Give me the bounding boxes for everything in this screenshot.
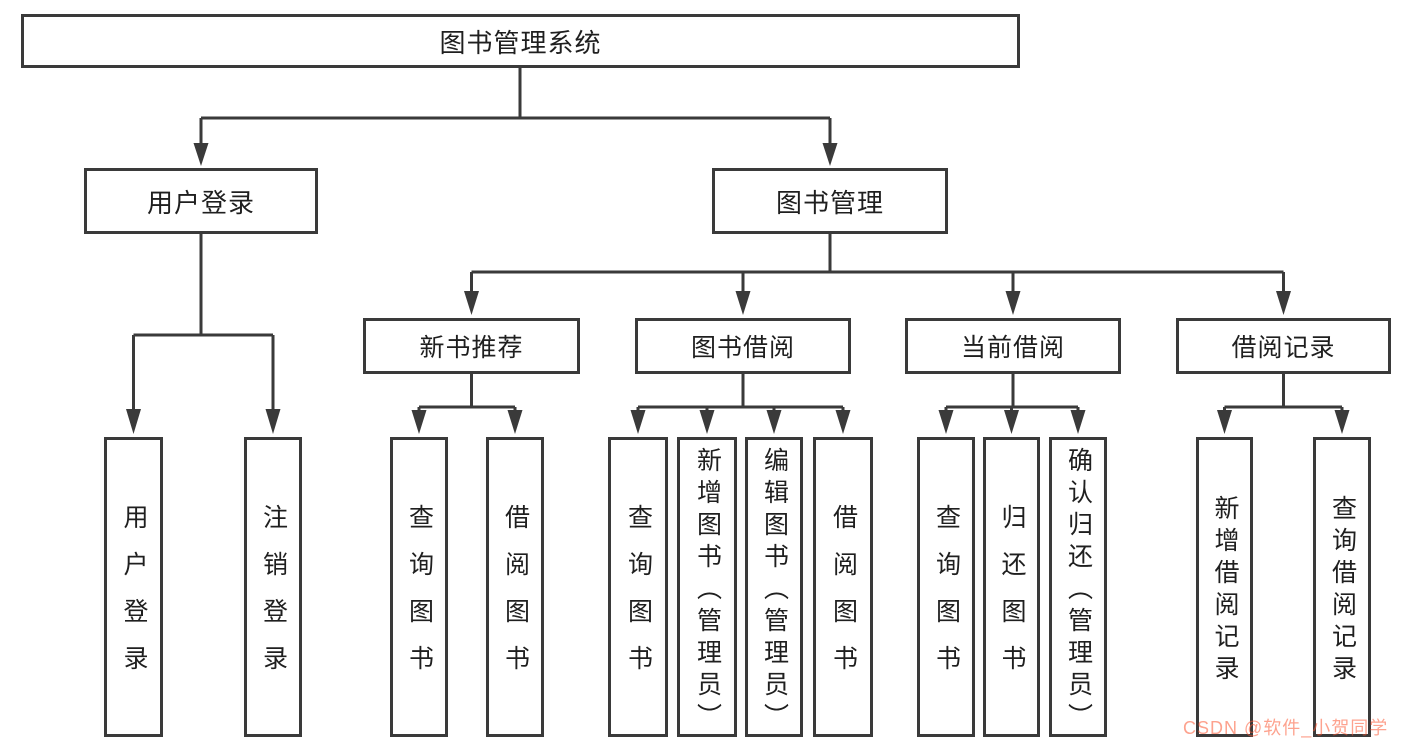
node-root-label: 图书管理系统 [439, 27, 602, 58]
leaf-edit-books-admin: 编辑图书（管理员） [745, 437, 803, 737]
arrowhead [1276, 291, 1291, 315]
connector-user-login-to-leaves [126, 234, 281, 434]
arrowhead [507, 410, 523, 434]
node-borrow-records: 借阅记录 [1176, 318, 1391, 374]
leaf-current-query-books-label: 查询图书 [932, 504, 961, 692]
leaf-add-borrow-record: 新增借阅记录 [1196, 437, 1253, 737]
leaf-add-books-admin-label: 新增图书（管理员） [693, 446, 722, 735]
leaf-confirm-return-admin: 确认归还（管理员） [1049, 437, 1107, 737]
arrowhead [822, 143, 838, 166]
arrowhead [766, 410, 782, 434]
connector-new-books-to-leaves [411, 374, 523, 434]
node-book-borrow: 图书借阅 [635, 318, 851, 374]
leaf-borrow-books: 借阅图书 [813, 437, 873, 737]
arrowhead [735, 291, 751, 315]
node-book-management: 图书管理 [712, 168, 948, 234]
arrowhead [699, 410, 715, 434]
leaf-user-login-label: 用户登录 [120, 504, 148, 692]
connector-book-mgmt-to-level2 [464, 234, 1291, 315]
csdn-watermark: CSDN @软件_小贺同学 [1183, 718, 1389, 738]
arrowhead [938, 410, 954, 434]
leaf-borrow-query-books-label: 查询图书 [624, 504, 653, 692]
arrowhead [1334, 410, 1350, 434]
leaf-query-borrow-record: 查询借阅记录 [1313, 437, 1371, 737]
node-book-borrow-label: 图书借阅 [690, 334, 795, 362]
node-current-borrow: 当前借阅 [905, 318, 1121, 374]
leaf-edit-books-admin-label: 编辑图书（管理员） [760, 446, 789, 735]
node-book-management-label: 图书管理 [775, 187, 884, 218]
connector-current-borrow-to-leaves [938, 374, 1086, 434]
arrowhead [265, 409, 281, 434]
connector-book-borrow-to-leaves [630, 374, 851, 434]
leaf-user-login: 用户登录 [104, 437, 163, 737]
leaf-logout: 注销登录 [244, 437, 302, 737]
leaf-newbooks-query-books-label: 查询图书 [405, 504, 434, 692]
leaf-return-books: 归还图书 [983, 437, 1040, 737]
leaf-borrow-books-label: 借阅图书 [829, 504, 858, 692]
node-user-login-label: 用户登录 [146, 187, 255, 218]
arrowhead [411, 410, 427, 434]
leaf-current-query-books: 查询图书 [917, 437, 975, 737]
arrowhead [1217, 410, 1232, 434]
arrowhead [464, 291, 479, 315]
node-borrow-records-label: 借阅记录 [1231, 334, 1336, 362]
arrowhead [1070, 410, 1086, 434]
node-current-borrow-label: 当前借阅 [960, 334, 1065, 362]
node-new-book-recommend: 新书推荐 [363, 318, 580, 374]
leaf-newbooks-query-books: 查询图书 [390, 437, 448, 737]
arrowhead [193, 143, 209, 166]
leaf-confirm-return-admin-label: 确认归还（管理员） [1064, 446, 1093, 735]
node-new-book-recommend-label: 新书推荐 [419, 334, 524, 362]
arrowhead [126, 409, 141, 434]
arrowhead [1004, 410, 1019, 434]
arrowhead [630, 410, 646, 434]
leaf-query-borrow-record-label: 查询借阅记录 [1328, 494, 1357, 687]
connector-borrow-records-to-leaves [1217, 374, 1350, 434]
node-user-login: 用户登录 [84, 168, 318, 234]
leaf-borrow-query-books: 查询图书 [608, 437, 668, 737]
leaf-return-books-label: 归还图书 [998, 504, 1026, 692]
leaf-newbooks-borrow-books-label: 借阅图书 [501, 504, 530, 692]
leaf-newbooks-borrow-books: 借阅图书 [486, 437, 544, 737]
leaf-add-books-admin: 新增图书（管理员） [677, 437, 737, 737]
leaf-add-borrow-record-label: 新增借阅记录 [1211, 494, 1239, 687]
node-root-system: 图书管理系统 [21, 14, 1020, 68]
arrowhead [835, 410, 851, 434]
connector-root-to-level1 [193, 68, 838, 166]
arrowhead [1005, 291, 1021, 315]
leaf-logout-label: 注销登录 [259, 504, 288, 692]
